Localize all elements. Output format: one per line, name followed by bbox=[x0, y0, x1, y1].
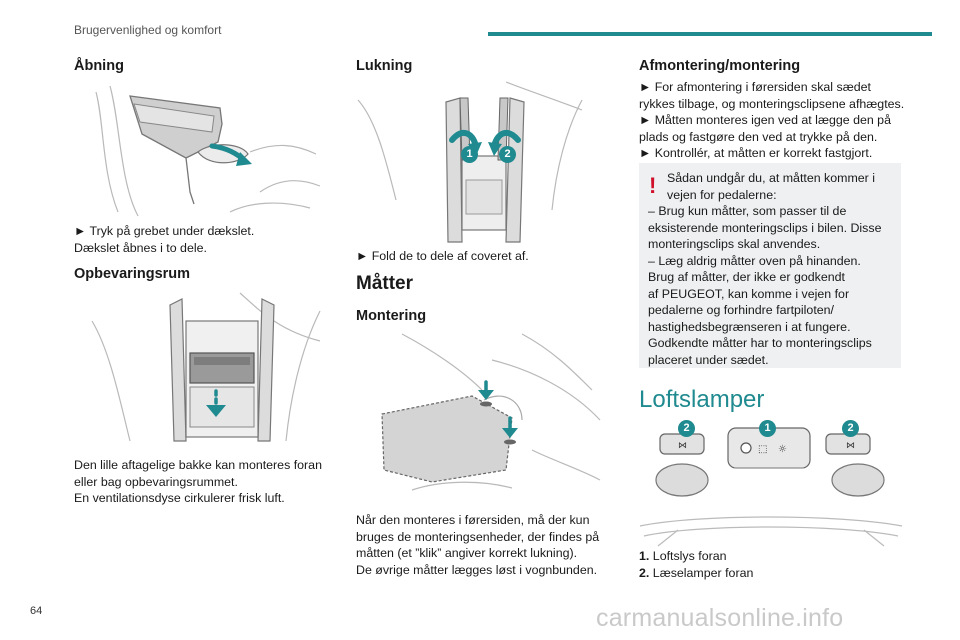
dismount-line: ► Måtten monteres igen ved at lægge den … bbox=[639, 113, 891, 127]
warning-line: eksisterende monteringsclips i bilen. Di… bbox=[648, 220, 882, 235]
mounting-line: måtten (et ”klik” angiver korrekt luknin… bbox=[356, 546, 578, 560]
illustration-opening-cover bbox=[95, 85, 321, 217]
storage-text: Den lille aftagelige bakke kan monteres … bbox=[74, 457, 322, 507]
illustration-storage bbox=[91, 292, 321, 442]
illustration-closing bbox=[357, 81, 583, 243]
warning-line: pedalerne og forhindre fartpiloten/ bbox=[648, 303, 834, 317]
dismount-line: ► Kontrollér, at måtten er korrekt fastg… bbox=[639, 146, 873, 160]
svg-text:⬚: ⬚ bbox=[758, 444, 767, 455]
svg-text:☼: ☼ bbox=[778, 444, 787, 455]
closing-text: ► Fold de to dele af coveret af. bbox=[356, 249, 529, 263]
storage-line: En ventilationsdyse cirkulerer frisk luf… bbox=[74, 491, 285, 505]
warning-text: Sådan undgår du, at måtten kommer i veje… bbox=[639, 163, 901, 368]
lamp-legend: 1. Loftslys foran 2. Læselamper foran bbox=[639, 548, 753, 581]
mounting-line: Når den monteres i førersiden, må der ku… bbox=[356, 513, 590, 527]
lamp-callout-1: 1 bbox=[759, 420, 776, 437]
heading-storage: Opbevaringsrum bbox=[74, 266, 191, 282]
warning-line: monteringsclips skal anvendes. bbox=[648, 237, 821, 251]
warning-line: Sådan undgår du, at måtten kommer i bbox=[667, 171, 876, 185]
opening-step: ► Tryk på grebet under dækslet. bbox=[74, 224, 255, 238]
heading-opening: Åbning bbox=[74, 58, 124, 74]
opening-text: ► Tryk på grebet under dækslet. Dækslet … bbox=[74, 223, 254, 256]
legend-item: 1. Loftslys foran bbox=[639, 549, 727, 563]
warning-line: vejen for pedalerne: bbox=[667, 187, 777, 202]
dismount-line: plads og fastgøre den ved at trykke på d… bbox=[639, 129, 878, 144]
callout-2: 2 bbox=[499, 146, 516, 163]
mounting-line: bruges de monteringsenheder, der findes … bbox=[356, 529, 600, 544]
storage-line: eller bag opbevaringsrummet. bbox=[74, 474, 238, 489]
warning-line: af PEUGEOT, kan komme i vejen for bbox=[648, 286, 850, 301]
dismount-line: rykkes tilbage, og monteringsclipsene af… bbox=[639, 96, 905, 111]
illustration-mat-mounting bbox=[381, 333, 601, 491]
illustration-ceiling-lamps: ⋈ ⬚ ☼ ⋈ bbox=[639, 427, 903, 547]
warning-note: ! Sådan undgår du, at måtten kommer i ve… bbox=[639, 163, 901, 368]
warning-line: hastighedsbegrænseren i at fungere. bbox=[648, 319, 851, 334]
warning-line: – Læg aldrig måtter oven på hinanden. bbox=[648, 253, 861, 268]
warning-line: Brug af måtter, der ikke er godkendt bbox=[648, 270, 845, 284]
dismount-text: ► For afmontering i førersiden skal sæde… bbox=[639, 79, 904, 162]
storage-line: Den lille aftagelige bakke kan monteres … bbox=[74, 458, 322, 472]
warning-line: Godkendte måtter har to monteringsclips bbox=[648, 336, 872, 350]
warning-line: placeret under sædet. bbox=[648, 352, 769, 367]
warning-icon: ! bbox=[649, 173, 657, 198]
heading-mounting: Montering bbox=[356, 308, 427, 324]
dismount-line: ► For afmontering i førersiden skal sæde… bbox=[639, 80, 871, 94]
lamp-callout-2-left: 2 bbox=[678, 420, 695, 437]
heading-closing: Lukning bbox=[356, 58, 413, 74]
heading-ceiling-lamps: Loftslamper bbox=[639, 386, 765, 413]
svg-text:⋈: ⋈ bbox=[846, 441, 855, 451]
mounting-line: De øvrige måtter lægges løst i vognbunde… bbox=[356, 562, 598, 577]
svg-text:⋈: ⋈ bbox=[678, 441, 687, 451]
watermark: carmanualsonline.info bbox=[596, 604, 844, 632]
heading-dismount: Afmontering/montering bbox=[639, 58, 801, 74]
legend-item: 2. Læselamper foran bbox=[639, 565, 754, 580]
page-number: 64 bbox=[30, 605, 43, 617]
mounting-text: Når den monteres i førersiden, må der ku… bbox=[356, 512, 599, 578]
header-accent-bar bbox=[488, 32, 932, 36]
lamp-callout-2-right: 2 bbox=[842, 420, 859, 437]
section-title: Brugervenlighed og komfort bbox=[74, 23, 222, 37]
callout-1: 1 bbox=[461, 146, 478, 163]
heading-mats: Måtter bbox=[356, 273, 414, 294]
warning-line: – Brug kun måtter, som passer til de bbox=[648, 204, 847, 218]
opening-note: Dækslet åbnes i to dele. bbox=[74, 240, 207, 255]
